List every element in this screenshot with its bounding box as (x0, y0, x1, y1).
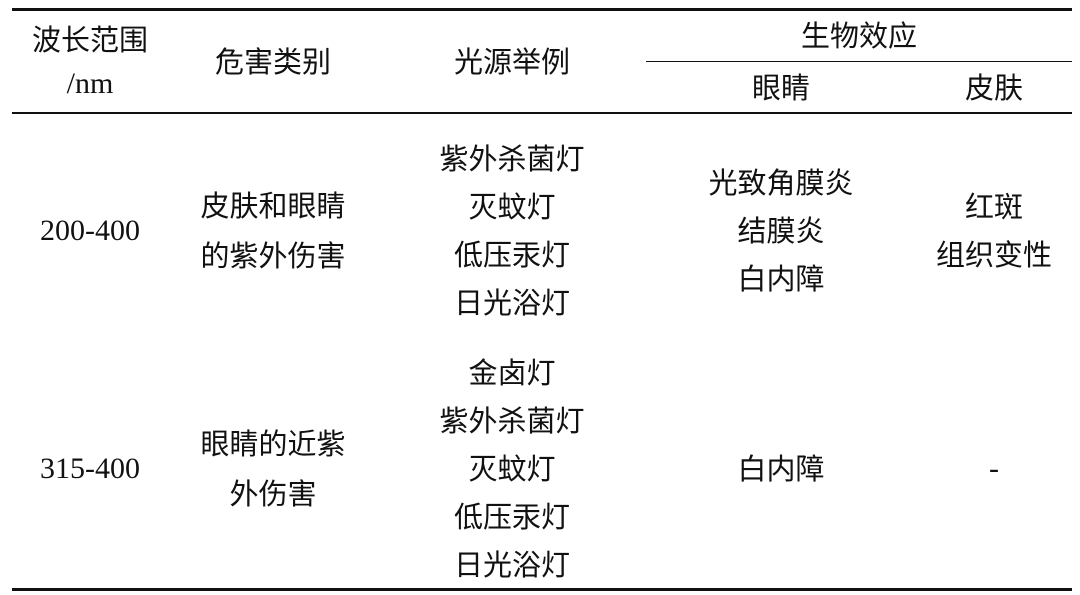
header-bio-effect-label: 生物效应 (800, 19, 917, 53)
row-2-wavelength-value: 315-400 (40, 452, 140, 485)
row-2-source-5: 日光浴灯 (453, 548, 570, 582)
row-2-hazard-line-1: 眼睛的近紫 (200, 427, 346, 461)
row-2-hazard-line-2: 外伤害 (229, 477, 317, 511)
header-hazard-type-label: 危害类别 (214, 45, 331, 79)
row-2-source-2: 紫外杀菌灯 (439, 404, 585, 438)
header-hazard-type: 危害类别 (168, 14, 378, 110)
row-1-source-1: 紫外杀菌灯 (439, 142, 585, 176)
table-row-2-sources: 金卤灯 紫外杀菌灯 灭蚊灯 低压汞灯 日光浴灯 (378, 350, 646, 588)
header-bio-effect: 生物效应 (646, 12, 1072, 60)
header-skin-label: 皮肤 (964, 71, 1023, 105)
header-wavelength: 波长范围 /nm (12, 14, 168, 110)
header-skin: 皮肤 (916, 64, 1072, 112)
header-eye-label: 眼睛 (751, 71, 810, 105)
row-1-hazard-line-1: 皮肤和眼睛 (200, 189, 346, 223)
row-1-eye-line-3: 白内障 (737, 262, 825, 296)
row-1-eye-line-2: 结膜炎 (737, 214, 825, 248)
hazard-table: 波长范围 /nm 危害类别 光源举例 生物效应 眼睛 皮肤 200-400 皮肤… (12, 8, 1072, 592)
row-2-eye-line-1: 白内障 (737, 452, 825, 486)
table-row-1-eye-effect: 光致角膜炎 结膜炎 白内障 (646, 112, 916, 350)
table-row-1-skin-effect: 红斑 组织变性 (916, 112, 1072, 350)
header-light-source: 光源举例 (378, 14, 646, 110)
row-1-hazard-line-2: 的紫外伤害 (200, 239, 346, 273)
row-1-wavelength-value: 200-400 (40, 214, 140, 247)
row-1-source-4: 日光浴灯 (453, 286, 570, 320)
table-bottom-rule (12, 588, 1072, 591)
row-1-source-2: 灭蚊灯 (468, 190, 556, 224)
table-row-2-eye-effect: 白内障 (646, 350, 916, 588)
row-2-source-1: 金卤灯 (468, 356, 556, 390)
row-1-source-3: 低压汞灯 (453, 238, 570, 272)
row-1-skin-line-2: 组织变性 (935, 238, 1052, 272)
table-row-2-skin-effect: - (916, 350, 1072, 588)
header-bottom-rule (12, 112, 1072, 114)
table-row-2-wavelength: 315-400 (12, 350, 168, 588)
header-light-source-label: 光源举例 (453, 45, 570, 79)
row-2-source-4: 低压汞灯 (453, 500, 570, 534)
bio-effect-sub-rule (646, 61, 1072, 62)
row-2-source-3: 灭蚊灯 (468, 452, 556, 486)
header-wavelength-unit: /nm (66, 67, 114, 100)
table-top-rule (12, 8, 1072, 11)
table-row-2-hazard: 眼睛的近紫 外伤害 (168, 350, 378, 588)
row-1-eye-line-1: 光致角膜炎 (708, 166, 854, 200)
table-row-1-wavelength: 200-400 (12, 112, 168, 350)
table-row-1-sources: 紫外杀菌灯 灭蚊灯 低压汞灯 日光浴灯 (378, 112, 646, 350)
row-2-skin-line-1: - (989, 452, 999, 485)
header-wavelength-label: 波长范围 (31, 23, 148, 57)
row-1-skin-line-1: 红斑 (964, 190, 1023, 224)
table-row-1-hazard: 皮肤和眼睛 的紫外伤害 (168, 112, 378, 350)
header-eye: 眼睛 (646, 64, 916, 112)
